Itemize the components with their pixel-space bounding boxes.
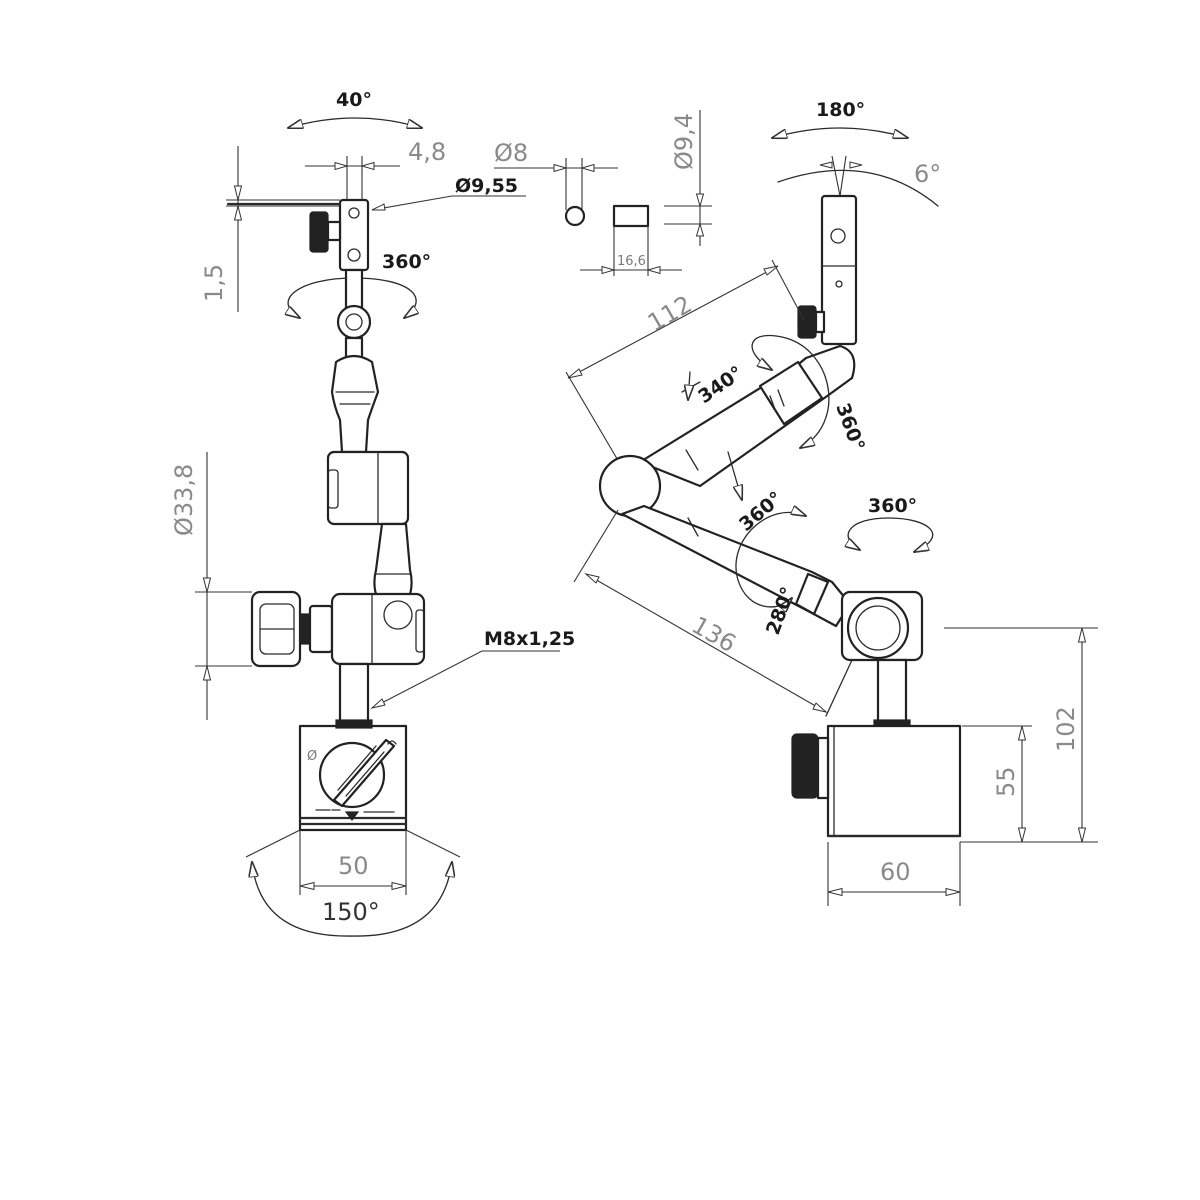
rot-360-base-label: 360° (868, 495, 917, 517)
side-view: 180° 6° 112 340° 360° (565, 99, 1098, 906)
angle-180-label: 180° (816, 99, 865, 121)
upper-ball-joint (336, 304, 372, 340)
angle-150-arc (252, 862, 452, 937)
rot-360-arm-arc (751, 334, 830, 448)
lower-arm (373, 522, 413, 602)
rod-section (564, 205, 586, 227)
thread-m8-label: M8x1,25 (484, 628, 575, 650)
dia-9-55-leader (371, 195, 526, 211)
dim-112-label: 112 (643, 290, 697, 337)
thumb-screw (309, 211, 329, 253)
dim-112-line (567, 265, 779, 379)
thread-m8-leader (371, 650, 560, 709)
angle-150-label: 150° (322, 898, 380, 926)
switch-lever (332, 738, 396, 808)
magnetic-base-side (826, 724, 962, 838)
dia-9-55-label: Ø9,55 (455, 175, 518, 197)
svg-text:Ø: Ø (307, 749, 317, 764)
dim-60-label: 60 (880, 858, 911, 886)
rot-360-arm-label: 360° (831, 400, 868, 454)
angle-180-arc (772, 127, 908, 138)
middle-joint-block (326, 450, 410, 526)
dim-136-line (585, 573, 827, 713)
dim-1-5-label: 1,5 (200, 264, 228, 302)
sleeve-section (612, 204, 650, 228)
front-view: 40° 4,8 1,5 Ø9,55 360° (170, 89, 575, 937)
dia-9-4-label: Ø9,4 (670, 113, 698, 170)
angle-6-arc (777, 169, 939, 207)
dim-16-6-label: 16,6 (617, 254, 646, 269)
side-upper-arm (638, 344, 856, 488)
dia-33-8-label: Ø33,8 (170, 464, 198, 536)
rot-280-label: 280° (762, 584, 799, 638)
side-post (876, 658, 908, 726)
rod-detail: Ø8 Ø9,4 16,6 (494, 110, 712, 276)
dim-55-label: 55 (992, 766, 1020, 797)
switch-dial (318, 741, 386, 809)
angle-40-label: 40° (336, 89, 372, 111)
rot-360-top-label: 360° (382, 251, 431, 273)
rot-360-base-arc (848, 517, 934, 552)
vertical-post (338, 662, 370, 728)
dim-50-label: 50 (338, 852, 369, 880)
dim-136-label: 136 (687, 611, 741, 658)
side-clamp-head (820, 194, 858, 346)
rot-360-mid-arc (735, 512, 806, 607)
top-clamp (338, 198, 370, 272)
elbow-joint (598, 454, 662, 518)
dia-8-label: Ø8 (494, 139, 528, 167)
angle-40-arc (288, 117, 422, 128)
lower-joint-block (330, 592, 426, 666)
angle-6-label: 6° (914, 160, 941, 188)
dim-102-label: 102 (1052, 706, 1080, 752)
dim-4-8-label: 4,8 (408, 138, 446, 166)
base-switch (791, 733, 819, 799)
rot-360-mid-label: 360° (735, 487, 787, 535)
